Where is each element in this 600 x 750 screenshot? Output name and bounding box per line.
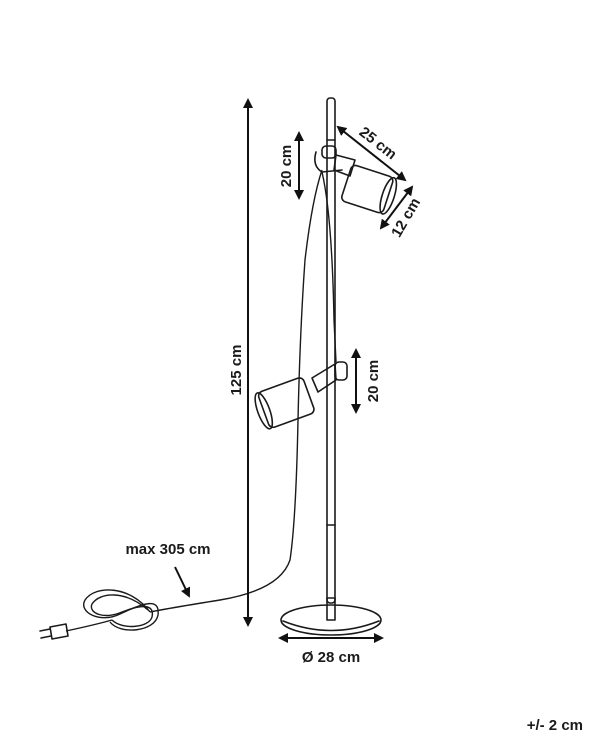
power-cable bbox=[39, 169, 337, 640]
floor-lamp-drawing bbox=[39, 97, 398, 640]
label-shade-diameter: 12 cm bbox=[388, 195, 424, 240]
label-cable-length: max 305 cm bbox=[125, 541, 210, 558]
dim-lower-head-height: 20 cm bbox=[351, 348, 382, 414]
label-lower-head-height: 20 cm bbox=[365, 360, 382, 403]
dim-base-diameter: Ø 28 cm bbox=[278, 633, 384, 666]
dim-upper-head-length: 25 cm bbox=[336, 124, 407, 182]
power-plug bbox=[39, 623, 69, 640]
label-tolerance: +/- 2 cm bbox=[527, 717, 583, 734]
dim-cable-length: max 305 cm bbox=[125, 541, 211, 598]
lower-lamp-head bbox=[254, 361, 348, 430]
dim-upper-head-height: 20 cm bbox=[278, 131, 304, 200]
dim-total-height: 125 cm bbox=[228, 98, 253, 627]
dim-shade-diameter: 12 cm bbox=[379, 185, 424, 240]
lamp-pole bbox=[326, 97, 336, 604]
label-upper-head-height: 20 cm bbox=[278, 145, 295, 188]
label-total-height: 125 cm bbox=[228, 345, 245, 396]
label-base-diameter: Ø 28 cm bbox=[302, 649, 360, 666]
